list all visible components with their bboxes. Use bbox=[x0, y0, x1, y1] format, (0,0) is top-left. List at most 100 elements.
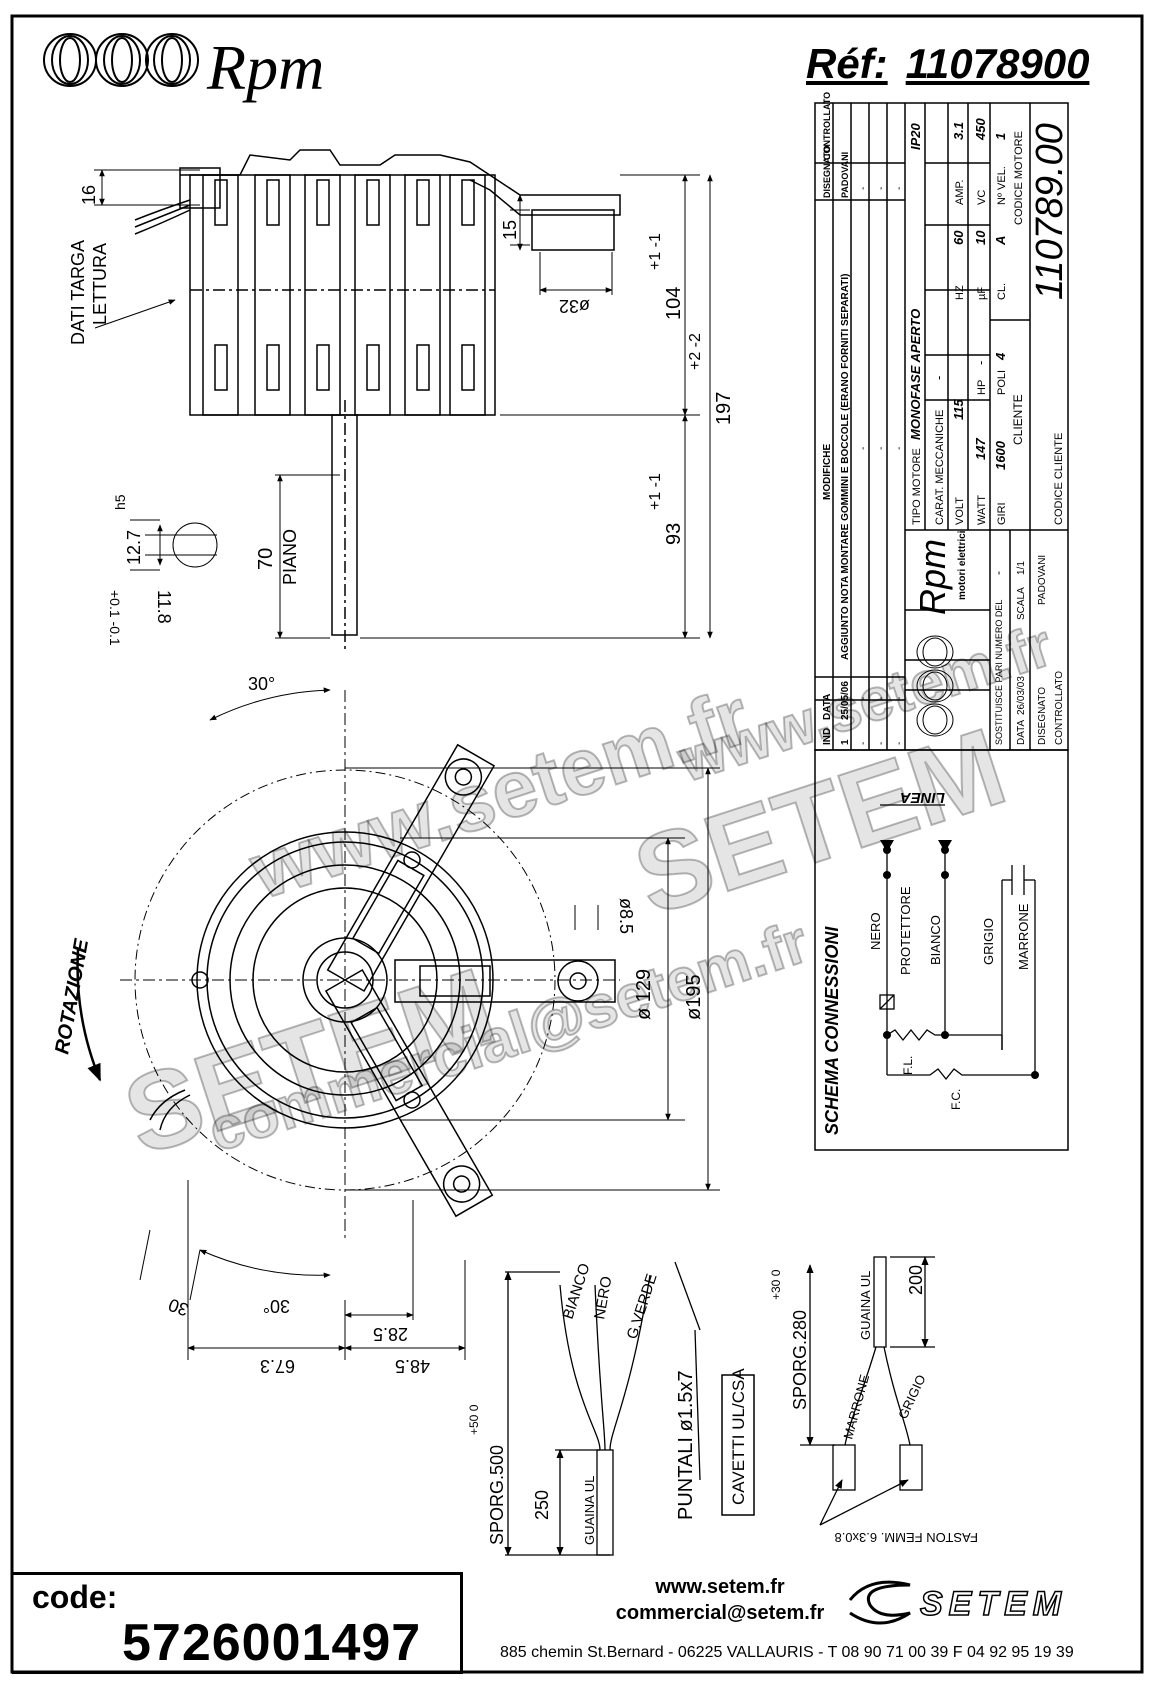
dim-32: ø32 bbox=[559, 296, 590, 316]
schema-title: SCHEMA CONNESSIONI bbox=[822, 926, 842, 1135]
address: 885 chemin St.Bernard - 06225 VALLAURIS … bbox=[500, 1644, 1074, 1661]
rev-head-checked: CONTROLLATO bbox=[822, 92, 832, 160]
hp-value: - bbox=[973, 361, 988, 365]
schema-protettore: PROTETTORE bbox=[898, 886, 913, 975]
shaft-flat-tol: +0.1 -0.1 bbox=[107, 590, 123, 646]
tipo-motore-value: MONOFASE APERTO bbox=[908, 309, 923, 440]
cl-value: A bbox=[993, 236, 1008, 246]
carat-value: - bbox=[931, 376, 946, 380]
rev-3-n: - bbox=[876, 742, 887, 745]
tb-brand-sub: motori elettrici bbox=[957, 530, 968, 600]
lead-puntali: PUNTALI ø1.5x7 bbox=[675, 1370, 697, 1520]
lead2-200: 200 bbox=[906, 1265, 926, 1295]
lead-250: 250 bbox=[532, 1490, 552, 1520]
dim-129: ø 129 bbox=[633, 969, 655, 1020]
codice-motore-value: 110789.00 bbox=[1029, 123, 1071, 300]
rev-4-text: - bbox=[894, 447, 905, 450]
vc-value: 450 bbox=[973, 118, 988, 141]
rev-head-text: MODIFICHE bbox=[822, 444, 833, 500]
lead-bianco: BIANCO bbox=[560, 1261, 594, 1321]
rev-3-text: - bbox=[876, 447, 887, 450]
rev-4-n: - bbox=[894, 742, 905, 745]
rev-3-drawn: - bbox=[876, 187, 887, 190]
lead2-grigio: GRIGIO bbox=[895, 1372, 928, 1421]
protection-value: IP20 bbox=[908, 122, 923, 150]
lettura-label: LETTURA bbox=[90, 243, 110, 325]
piano-label: PIANO bbox=[280, 529, 300, 585]
tol-93: +1 -1 bbox=[647, 473, 664, 510]
giri-label: GIRI bbox=[996, 502, 1008, 525]
dim-93: 93 bbox=[663, 523, 685, 545]
lead2-marrone: MARRONE bbox=[840, 1372, 872, 1440]
hz-label: HZ bbox=[954, 285, 966, 300]
vc-label: VC bbox=[976, 190, 988, 205]
dim-16: 16 bbox=[79, 185, 99, 205]
website-link[interactable]: www.setem.fr bbox=[655, 1576, 785, 1598]
lead2-faston: FASTON FEMM. 6.3x0.8 bbox=[834, 1530, 978, 1545]
volt-label: VOLT bbox=[954, 497, 966, 525]
shaft-fit: h5 bbox=[112, 494, 128, 510]
lead-wires-capacitor bbox=[800, 1256, 935, 1526]
rpm-logo-icon bbox=[43, 33, 199, 87]
dati-targa-label: DATI TARGA bbox=[68, 240, 88, 345]
dim-70: 70 bbox=[255, 548, 277, 570]
reference: Réf: 11078900 bbox=[806, 40, 1089, 88]
uf-value: 10 bbox=[973, 230, 988, 245]
disegnato-value: PADOVANI bbox=[1037, 555, 1048, 605]
hz-value: 60 bbox=[951, 230, 966, 245]
carat-label: CARAT. MECCANICHE bbox=[934, 410, 946, 525]
dim-15: 15 bbox=[500, 220, 520, 240]
cavetti-box bbox=[721, 1374, 755, 1516]
reference-label: Réf: bbox=[806, 40, 888, 87]
shaft-flat: 11.8 bbox=[154, 590, 174, 624]
reference-value: 11078900 bbox=[905, 40, 1090, 87]
codice-cliente-label: CODICE CLIENTE bbox=[1053, 433, 1065, 525]
code-label: code: bbox=[32, 1579, 118, 1615]
sheet-border bbox=[10, 14, 1144, 1674]
schema-box bbox=[814, 749, 1069, 1151]
contact-block: www.setem.fr commercial@setem.fr bbox=[560, 1574, 880, 1626]
email-link[interactable]: commercial@setem.fr bbox=[615, 1602, 825, 1624]
tb-brand: Rpm bbox=[912, 539, 953, 615]
lead2-sporg-tol: +30 0 bbox=[769, 1269, 783, 1300]
rev-1-drawn: PADOVANI bbox=[840, 152, 850, 198]
controllato-label: CONTROLLATO bbox=[1054, 671, 1065, 745]
rev-4-date: - bbox=[894, 697, 905, 700]
tol-104: +1 -1 bbox=[647, 233, 664, 270]
cl-label: CL. bbox=[996, 283, 1008, 300]
amp-value: 3.1 bbox=[951, 122, 966, 140]
data-label: DATA bbox=[1016, 719, 1027, 745]
front-view-dimensions bbox=[139, 767, 720, 1360]
giri-value: 1600 bbox=[993, 440, 1008, 470]
rev-1-date: 25/05/06 bbox=[840, 681, 851, 720]
poli-value: 4 bbox=[993, 352, 1008, 361]
motor-side-view bbox=[134, 149, 621, 650]
schema-nero: NERO bbox=[868, 912, 883, 950]
schema-marrone: MARRONE bbox=[1016, 903, 1031, 970]
rev-3-date: - bbox=[876, 697, 887, 700]
volt-value: 115 bbox=[951, 399, 966, 420]
rev-1-text: AGGIUNTO NOTA MONTARE GOMMINI E BOCCOLE … bbox=[840, 274, 851, 660]
lead-nero: NERO bbox=[591, 1275, 615, 1321]
scala-label: SCALA bbox=[1016, 587, 1027, 620]
lead-cavetti: CAVETTI UL/CSA bbox=[729, 1368, 748, 1505]
dim-104: 104 bbox=[663, 287, 685, 320]
lead2-guaina: GUAINA UL bbox=[858, 1271, 873, 1340]
rev-head-n: IND bbox=[822, 728, 833, 745]
dim-195: ø195 bbox=[683, 974, 705, 1020]
rev-head-date: DATA bbox=[822, 694, 833, 720]
rev-2-drawn: - bbox=[858, 187, 869, 190]
code-box: code: 5726001497 bbox=[12, 1572, 463, 1674]
nvel-label: Nº VEL. bbox=[996, 166, 1008, 205]
dim-48-5: 48.5 bbox=[395, 1356, 430, 1376]
angle-top: 30° bbox=[248, 674, 275, 694]
title-block-text: IND DATA MODIFICHE DISEGNATO CONTROLLATO… bbox=[822, 92, 1071, 745]
codice-motore-label: CODICE MOTORE bbox=[1013, 131, 1025, 225]
uf-label: µF bbox=[976, 287, 988, 300]
poli-label: POLI bbox=[996, 370, 1008, 395]
lead-wires-main bbox=[504, 1261, 701, 1556]
tol-197: +2 -2 bbox=[687, 333, 704, 370]
lead-sporg: SPORG.500 bbox=[487, 1445, 507, 1545]
lead-sporg-tol: +50 0 bbox=[467, 1404, 481, 1435]
